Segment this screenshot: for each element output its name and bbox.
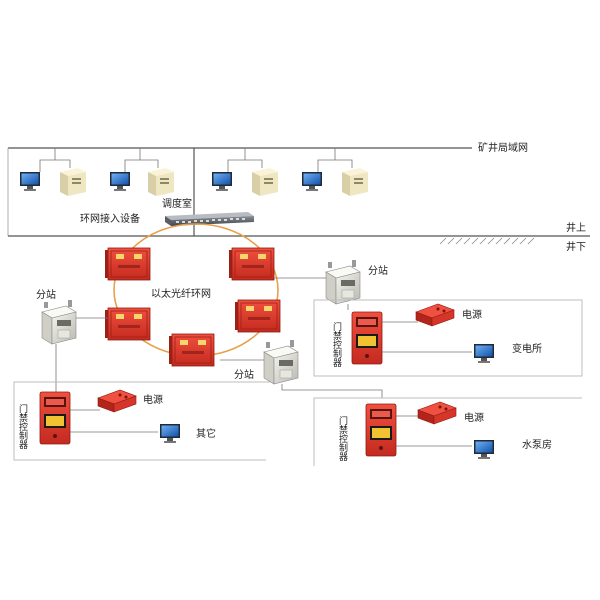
explosion-proof-cabinet-icon [234,299,281,333]
pc-tower-icon [342,168,368,196]
ground-divider: 井上 井下 [8,221,590,253]
substation-label: 分站 [36,288,56,301]
power-supply-icon [415,303,455,327]
above-ground-network: 矿井局域网 调度室 [7,141,528,236]
substation-box-icon [263,339,299,385]
pc-tower-icon [148,168,174,196]
ethernet-fiber-ring-label: 以太光纤环网 [151,287,211,300]
area-transformer-station: 门禁控制器 电源 变电所 [313,299,583,377]
access-controller-label: 门禁控制器 [17,403,28,449]
workstation-group-right [212,148,368,196]
power-supply-label: 电源 [464,411,484,424]
above-ground-label: 井上 [566,221,586,234]
power-supply-icon [97,389,137,413]
access-controller-icon [351,311,383,365]
area-label-other: 其它 [196,427,216,440]
access-controller-label: 门禁控制器 [331,321,342,367]
substation-right-upper: 分站 [274,259,388,310]
access-controller-label: 门禁控制器 [337,415,348,461]
area-label-pump-room: 水泵房 [522,438,552,451]
substation-left: 分站 [36,288,108,392]
monitor-icon [302,172,322,191]
explosion-proof-cabinet-icon [168,333,215,367]
monitor-icon [474,440,494,459]
below-ground-label: 井下 [566,240,586,253]
power-supply-label: 电源 [462,308,482,321]
dispatch-room-label: 调度室 [162,197,192,210]
pc-tower-icon [60,168,86,196]
ring-access-device-label: 环网接入设备 [80,212,140,225]
substation-label: 分站 [234,368,254,381]
substation-middle: 分站 [220,339,383,398]
network-switch-icon [165,212,254,226]
workstation-group-left: 调度室 [20,148,192,210]
area-other: 门禁控制器 电源 其它 [13,381,270,461]
explosion-proof-cabinet-icon [104,247,151,281]
area-label-transformer-station: 变电所 [512,342,542,355]
access-controller-icon [365,403,397,457]
substation-box-icon [325,259,361,305]
mine-lan-label: 矿井局域网 [478,141,528,154]
explosion-proof-cabinet-icon [104,307,151,341]
substation-box-icon [41,299,77,345]
explosion-proof-cabinet-icon [228,247,275,281]
monitor-icon [160,424,180,443]
area-pump-room: 门禁控制器 电源 水泵房 [313,397,582,466]
pc-tower-icon [252,168,278,196]
monitor-icon [110,172,130,191]
power-supply-icon [417,401,457,425]
monitor-icon [212,172,232,191]
monitor-icon [474,344,494,363]
power-supply-label: 电源 [143,393,163,406]
ethernet-fiber-ring: 以太光纤环网 [104,223,281,367]
access-controller-icon [39,391,71,445]
substation-label: 分站 [368,264,388,277]
monitor-icon [20,172,40,191]
